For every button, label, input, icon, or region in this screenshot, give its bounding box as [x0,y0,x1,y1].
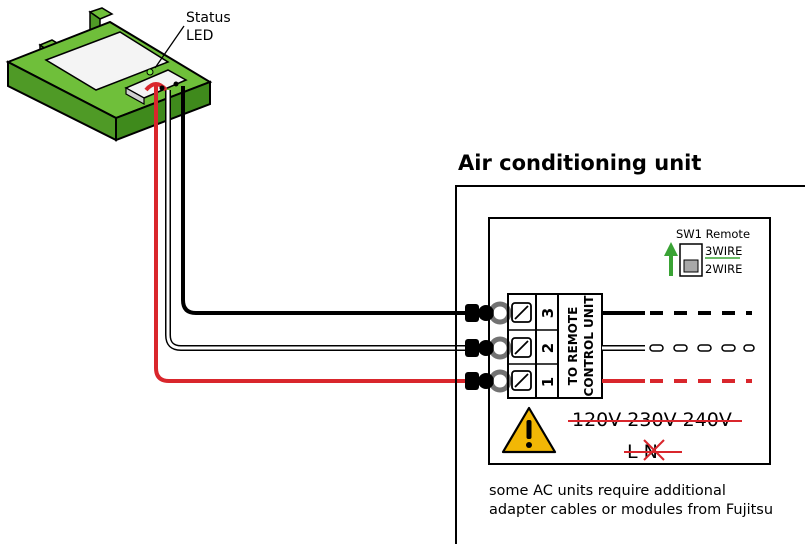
terminal-screw-icon [511,337,532,358]
green-module [5,7,213,142]
terminal-number-1: 1 [539,377,557,387]
red-wire [154,86,468,383]
internal-white-wire-dashed [649,344,755,352]
wire-ring-connector [465,301,512,325]
led-label-line2: LED [186,28,213,44]
switch-label: SW1 Remote [676,227,750,241]
terminal-screw-icon [511,302,532,323]
dip-switch-knob [683,259,699,273]
terminal-number-2: 2 [539,343,557,353]
terminal-label-line2: CONTROL UNIT [582,295,596,397]
ac-unit-outline [455,185,805,544]
status-led [146,68,154,76]
wire-ring-connector [465,336,512,360]
white-wire-outline [165,90,468,351]
wire-ring-connector [465,369,512,393]
terminal-number-3: 3 [539,308,557,318]
terminal-screw-icon [511,370,532,391]
led-label-line1: Status [186,10,231,26]
black-wire [181,86,468,315]
warning-icon [501,406,557,454]
terminal-label-line1: TO REMOTE [566,307,580,386]
note-line2: adapter cables or modules from Fujitsu [489,502,773,518]
switch-option-3wire: 3WIRE [705,244,742,258]
note-line1: some AC units require additional [489,483,726,499]
led-leader-line [154,25,185,69]
ac-unit-title: Air conditioning unit [458,151,701,175]
switch-arrow-up-icon [664,242,678,276]
switch-option-2wire: 2WIRE [705,262,742,276]
line-neutral-cross-line [643,439,665,461]
wire-pin [159,85,165,91]
white-wire [166,90,468,350]
wire-pin [173,81,179,87]
